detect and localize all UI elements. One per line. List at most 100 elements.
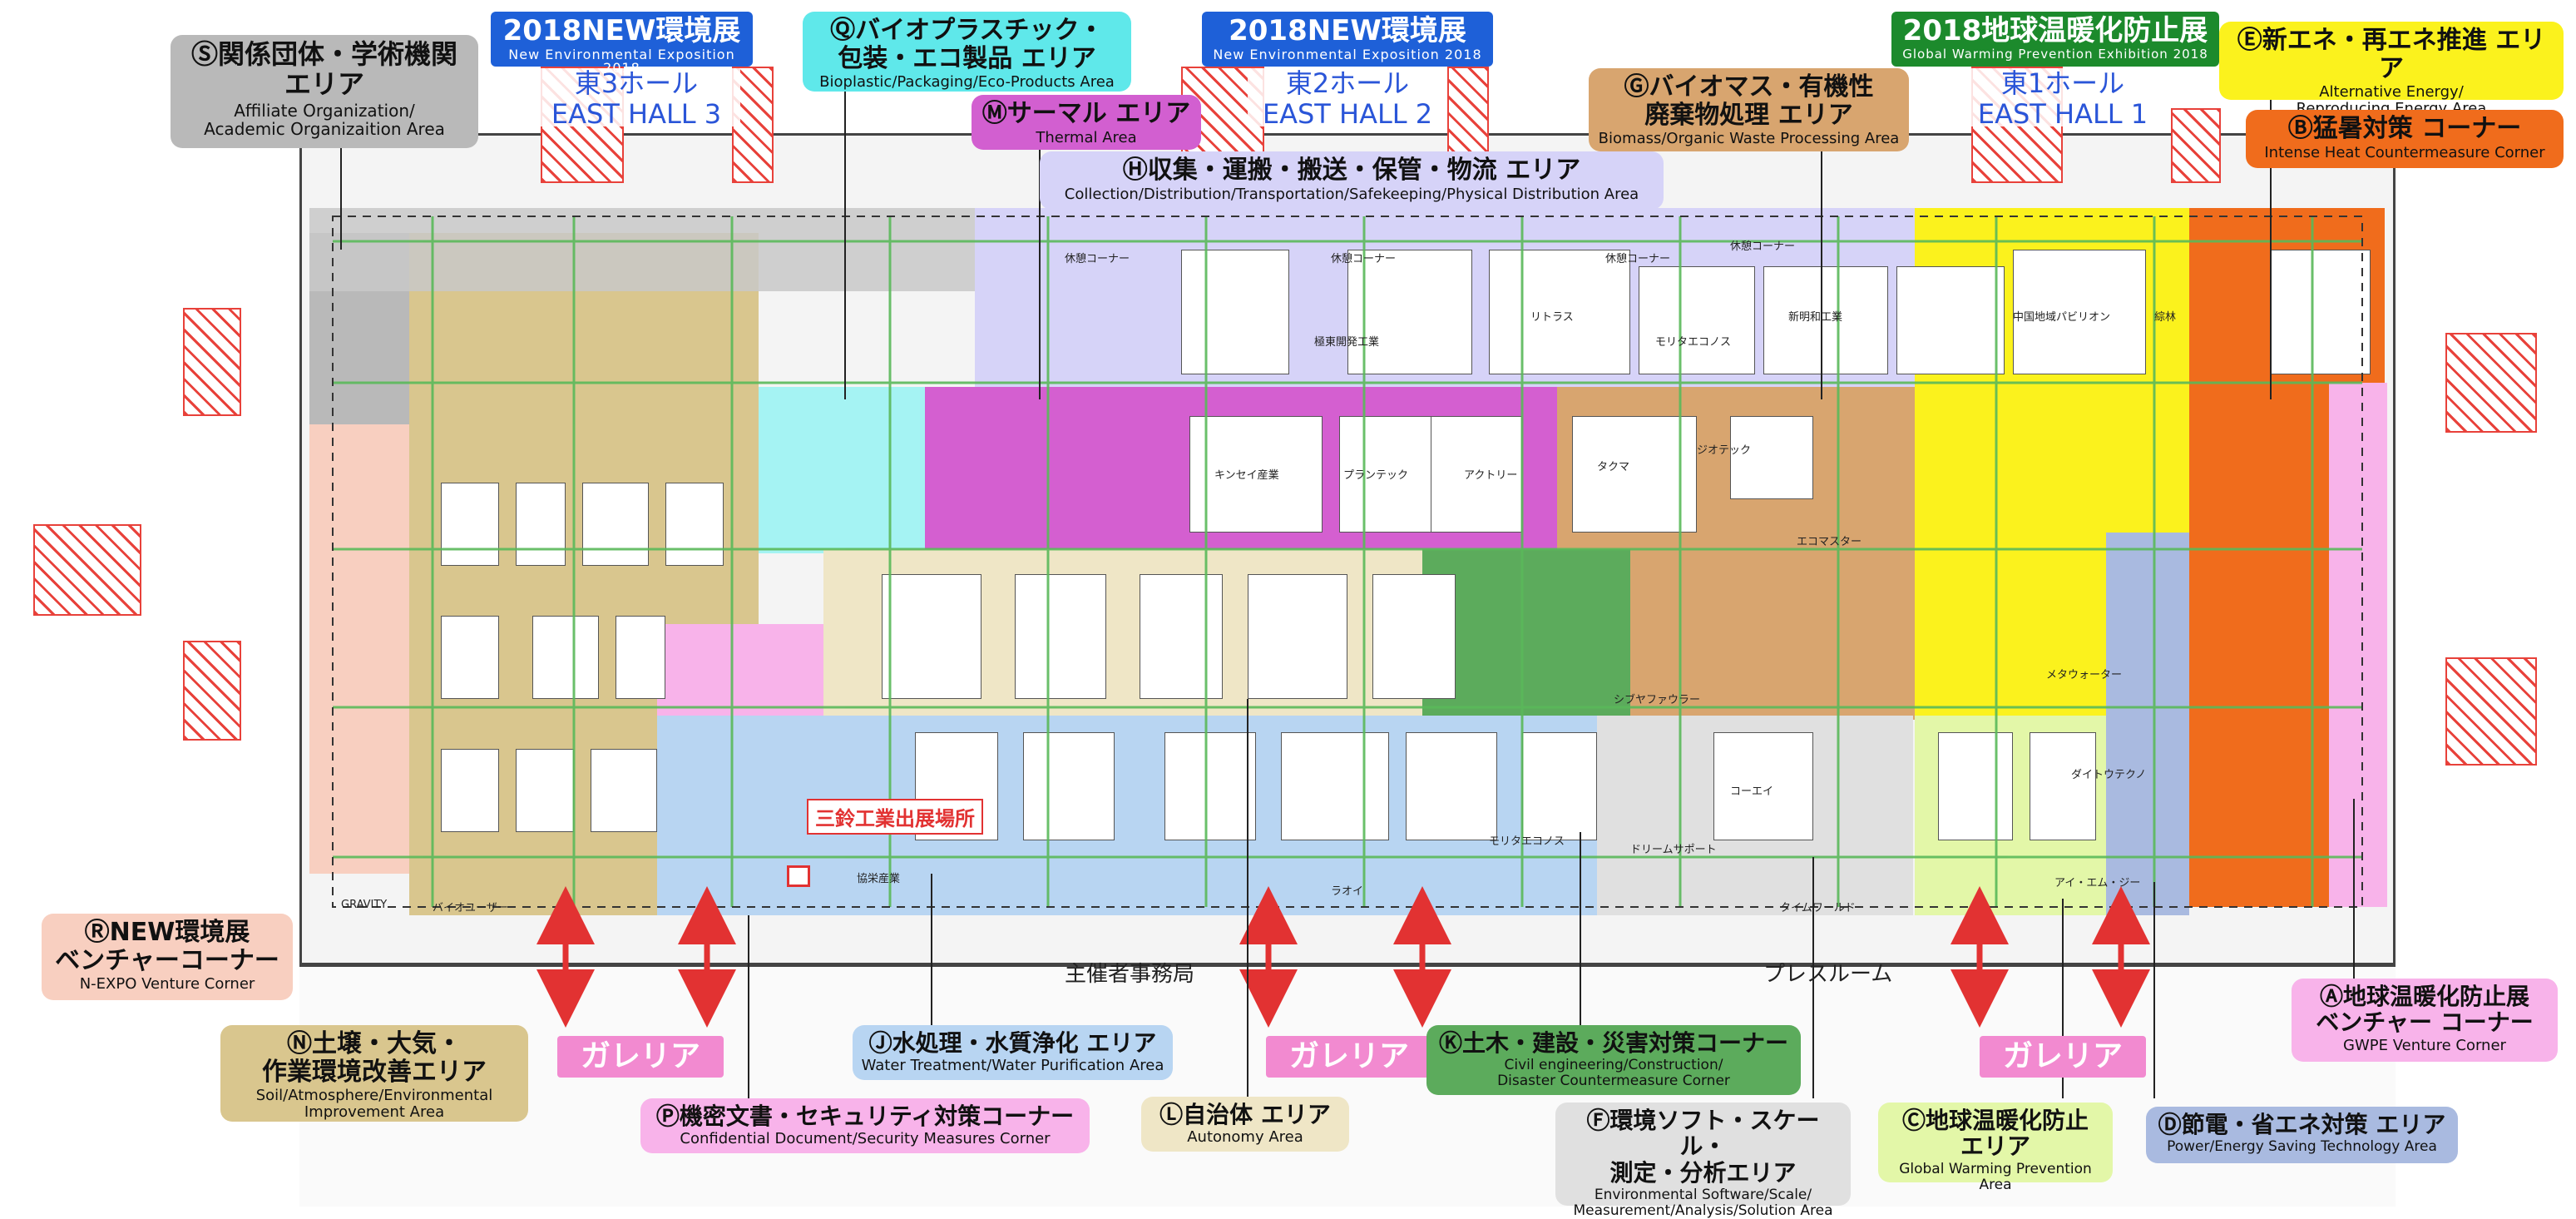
area-name: Ⓙ水処理・水質浄化 エリア — [868, 1029, 1157, 1057]
booth-label: プランテック — [1343, 469, 1409, 482]
entrance-hatch — [33, 524, 141, 616]
area-name: Ⓖバイオマス・有機性 廃棄物処理 エリア — [1624, 72, 1874, 130]
entrance-hatch — [183, 641, 241, 741]
booth-block — [1713, 732, 1813, 840]
booth-block — [1281, 732, 1389, 840]
area-label-k: Ⓚ土木・建設・災害対策コーナー Civil engineering/Constr… — [1426, 1025, 1801, 1095]
area-name-en: Biomass/Organic Waste Processing Area — [1598, 130, 1900, 148]
zone-q-cyan — [759, 387, 925, 553]
area-label-n: Ⓝ土壌・大気・ 作業環境改善エリア Soil/Atmosphere/Enviro… — [220, 1025, 528, 1122]
area-name: Ⓜサーマル エリア — [981, 99, 1191, 128]
booth-label: モリタエコノス — [1489, 835, 1565, 848]
area-name-en: Confidential Document/Security Measures … — [680, 1130, 1051, 1148]
booth-label: キンセイ産業 — [1214, 469, 1279, 482]
booth-block — [1522, 732, 1597, 840]
booth-block — [1023, 732, 1115, 840]
area-name-en: GWPE Venture Corner — [2343, 1036, 2506, 1054]
booth-block — [2271, 250, 2371, 374]
booth-block — [1639, 266, 1755, 374]
zone-r-pink — [309, 424, 409, 874]
banner-subtitle: New Environmental Exposition 2018 — [1213, 47, 1482, 62]
area-name-en: Affiliate Organization/ Academic Organiz… — [204, 100, 445, 140]
area-name-en: Power/Energy Saving Technology Area — [2167, 1138, 2437, 1156]
zone-a-pink — [2329, 383, 2387, 907]
area-label-e: Ⓔ新エネ・再エネ推進 エリア Alternative Energy/ Repro… — [2219, 22, 2564, 117]
booth-label: 新明和工業 — [1788, 311, 1843, 324]
booth-label: ジオテック — [1697, 444, 1752, 457]
booth-label: タイムワールド — [1780, 902, 1856, 914]
booth-label: シブヤファウラー — [1614, 694, 1701, 706]
zone-top-gray — [309, 208, 975, 291]
hall-name-en: EAST HALL 1 — [1977, 97, 2148, 130]
hall-east-3: 東3ホール EAST HALL 3 — [532, 68, 740, 129]
booth-block — [441, 749, 499, 832]
booth-block — [1489, 250, 1630, 374]
booth-label: コーエイ — [1730, 785, 1774, 798]
booth-block — [2030, 732, 2096, 840]
area-name: Ⓐ地球温暖化防止展 ベンチャー コーナー — [2316, 983, 2534, 1037]
area-label-j: Ⓙ水処理・水質浄化 エリア Water Treatment/Water Puri… — [853, 1025, 1173, 1080]
banner-title: 2018NEW環境展 — [1229, 14, 1466, 47]
booth-label: GRAVITY — [341, 899, 388, 911]
galleria-label: ガレリア — [557, 1036, 724, 1078]
hall-name-en: EAST HALL 3 — [551, 97, 722, 130]
booth-label: 中国地域パビリオン — [2013, 311, 2111, 324]
booth-label: エコマスター — [1797, 536, 1862, 548]
booth-block — [1730, 416, 1813, 499]
booth-block — [441, 483, 499, 566]
area-name: ⓇNEW環境展 ベンチャーコーナー — [55, 918, 279, 975]
booth-block — [2013, 250, 2146, 374]
booth-block — [1763, 266, 1888, 374]
booth-label: ダイトウテクノ — [2071, 769, 2147, 781]
area-label-l: Ⓛ自治体 エリア Autonomy Area — [1141, 1097, 1349, 1152]
area-name: Ⓛ自治体 エリア — [1159, 1101, 1331, 1128]
booth-block — [1431, 416, 1522, 533]
booth-block — [616, 616, 665, 699]
area-label-f: Ⓕ環境ソフト・スケール・ 測定・分析エリア Environmental Soft… — [1555, 1103, 1851, 1219]
area-name: Ⓟ機密文書・セキュリティ対策コーナー — [655, 1103, 1075, 1130]
area-label-c: Ⓒ地球温暖化防止 エリア Global Warming Prevention A… — [1878, 1103, 2113, 1192]
booth-label: 休憩コーナー — [1605, 253, 1671, 265]
area-name: Ⓗ収集・運搬・搬送・保管・物流 エリア — [1122, 156, 1581, 185]
area-name-en: Environmental Software/Scale/ Measuremen… — [1573, 1187, 1833, 1219]
area-label-a: Ⓐ地球温暖化防止展 ベンチャー コーナー GWPE Venture Corner — [2292, 979, 2558, 1062]
booth-block — [441, 616, 499, 699]
area-name-en: Soil/Atmosphere/Environmental Improvemen… — [255, 1087, 493, 1122]
area-name: Ⓔ新エネ・再エネ推進 エリア — [2237, 26, 2546, 83]
aisle-grid — [332, 216, 2363, 908]
area-label-q: Ⓠバイオプラスチック・ 包装・エコ製品 エリア Bioplastic/Packa… — [803, 12, 1131, 92]
area-name: Ⓠバイオプラスチック・ 包装・エコ製品 エリア — [830, 16, 1104, 73]
booth-block — [1938, 732, 2013, 840]
booth-block — [1896, 266, 2005, 374]
area-label-m: Ⓜサーマル エリア Thermal Area — [972, 95, 1201, 150]
banner-new-expo-2: 2018NEW環境展 New Environmental Exposition … — [1202, 12, 1493, 67]
booth-block — [582, 483, 649, 566]
booth-label: 綜林 — [2154, 311, 2177, 324]
booth-block — [665, 483, 724, 566]
entrance-hatch — [2445, 333, 2537, 433]
hall-name-en: EAST HALL 2 — [1262, 97, 1433, 130]
booth-block — [1572, 416, 1697, 533]
area-name: Ⓒ地球温暖化防止 エリア — [1901, 1107, 2089, 1161]
area-label-s: Ⓢ関係団体・学術機関 エリア Affiliate Organization/ A… — [171, 35, 478, 148]
area-name: Ⓓ節電・省エネ対策 エリア — [2158, 1111, 2446, 1138]
galleria-label: ガレリア — [1980, 1036, 2146, 1078]
booth-label: 極東開発工業 — [1314, 336, 1380, 349]
area-label-d: Ⓓ節電・省エネ対策 エリア Power/Energy Saving Techno… — [2146, 1107, 2458, 1163]
press-room: プレスルーム — [1763, 962, 1893, 987]
hall-name-jp: 東2ホール — [1285, 67, 1410, 99]
booth-label: アクトリー — [1464, 469, 1518, 482]
booth-block — [532, 616, 599, 699]
booth-block — [591, 749, 657, 832]
area-name-en: Bioplastic/Packaging/Eco-Products Area — [819, 73, 1115, 92]
booth-block — [882, 574, 981, 699]
banner-gwpe: 2018地球温暖化防止展 Global Warming Prevention E… — [1891, 12, 2219, 67]
organizer-office: 主催者事務局 — [1065, 962, 1195, 987]
area-name-en: N-EXPO Venture Corner — [79, 975, 255, 994]
hall-name-jp: 東1ホール — [2000, 67, 2125, 99]
booth-block — [1372, 574, 1456, 699]
area-name: Ⓝ土壌・大気・ 作業環境改善エリア — [262, 1029, 487, 1087]
booth-block — [516, 483, 566, 566]
banner-title: 2018NEW環境展 — [502, 14, 741, 47]
booth-label: メタウォーター — [2046, 669, 2123, 681]
